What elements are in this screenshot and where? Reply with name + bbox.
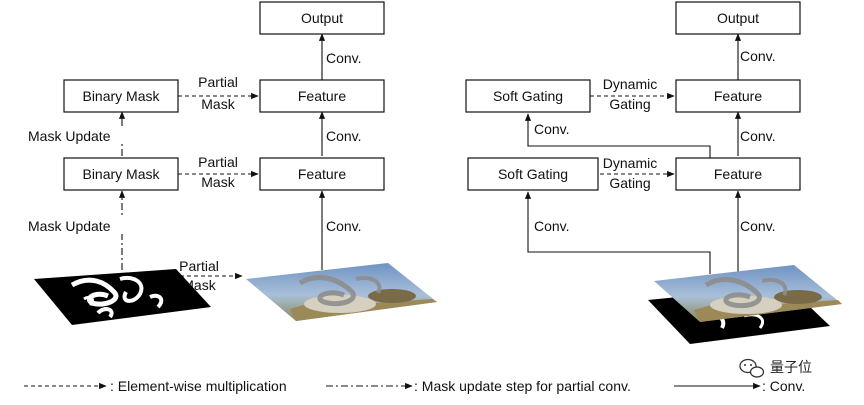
mask-update-label: Mask Update xyxy=(28,218,111,234)
watermark: 量子位 xyxy=(739,358,812,378)
soft-gating-box-top: Soft Gating xyxy=(465,79,591,113)
dynamic-label: Dynamic xyxy=(603,76,657,92)
soft-gating-label: Soft Gating xyxy=(493,88,563,104)
mask-label: Mask xyxy=(201,96,235,112)
conv-arrow-image-to-gating xyxy=(524,191,711,274)
feature-label: Feature xyxy=(298,88,346,104)
conv-arrow-feature-to-gating xyxy=(524,113,711,158)
mask-update-label: Mask Update xyxy=(28,128,111,144)
partial-label: Partial xyxy=(198,74,238,90)
conv-label: Conv. xyxy=(740,218,776,234)
label-backdrop xyxy=(28,128,124,144)
binary-mask-box-top: Binary Mask xyxy=(63,79,179,113)
watermark-text: 量子位 xyxy=(770,360,812,376)
dynamic-label: Dynamic xyxy=(603,155,657,171)
partial-label: Partial xyxy=(179,258,219,274)
feature-box-mid-right: Feature xyxy=(675,157,801,191)
wechat-icon xyxy=(739,358,765,378)
gating-label: Gating xyxy=(609,175,650,191)
legend-elementwise-label: : Element-wise multiplication xyxy=(110,378,287,394)
conv-label: Conv. xyxy=(326,128,362,144)
masked-input-image xyxy=(246,263,437,321)
conv-label: Conv. xyxy=(740,128,776,144)
feature-box-mid-left: Feature xyxy=(259,157,385,191)
legend: : Element-wise multiplication : Mask upd… xyxy=(24,378,805,394)
feature-box-top-right: Feature xyxy=(675,79,801,113)
soft-gating-box-mid: Soft Gating xyxy=(467,157,599,191)
legend-conv-label: : Conv. xyxy=(762,378,805,394)
binary-mask-image xyxy=(34,269,211,325)
binary-mask-box-mid: Binary Mask xyxy=(63,157,179,191)
conv-label: Conv. xyxy=(534,121,570,137)
binary-mask-label: Binary Mask xyxy=(82,166,160,182)
legend-mask-update-label: : Mask update step for partial conv. xyxy=(414,378,631,394)
mask-label: Mask xyxy=(201,174,235,190)
soft-gating-label: Soft Gating xyxy=(498,166,568,182)
output-label: Output xyxy=(301,10,343,26)
partial-label: Partial xyxy=(198,154,238,170)
gated-conv-panel: Output Feature Feature Soft Gating Soft … xyxy=(465,1,842,344)
feature-label: Feature xyxy=(714,166,762,182)
input-image-right xyxy=(654,265,842,322)
partial-conv-panel: Output Feature Feature Binary Mask Binar… xyxy=(28,1,437,325)
conv-label: Conv. xyxy=(534,218,570,234)
output-box-right: Output xyxy=(675,1,801,35)
gating-label: Gating xyxy=(609,96,650,112)
feature-box-top-left: Feature xyxy=(259,79,385,113)
label-backdrop xyxy=(28,218,124,234)
conv-label: Conv. xyxy=(326,50,362,66)
output-label: Output xyxy=(717,10,759,26)
conv-label: Conv. xyxy=(326,218,362,234)
conv-label: Conv. xyxy=(740,48,776,64)
binary-mask-label: Binary Mask xyxy=(82,88,160,104)
output-box-left: Output xyxy=(259,1,385,35)
feature-label: Feature xyxy=(714,88,762,104)
feature-label: Feature xyxy=(298,166,346,182)
